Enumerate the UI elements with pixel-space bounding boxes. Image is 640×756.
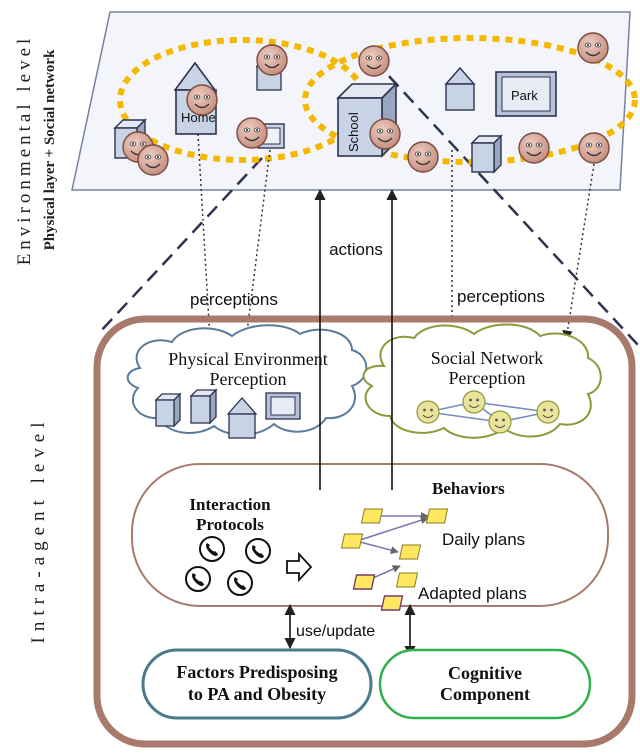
cognitive-title-1: Cognitive (448, 663, 522, 683)
environmental-level-label: Environmental level Physical layer + Soc… (14, 35, 58, 266)
cube-right (470, 134, 503, 174)
agent-face-icon (358, 45, 390, 77)
physical-perception-title-1: Physical Environment (168, 349, 327, 369)
plan-node-icon (341, 533, 363, 549)
cognitive-box (378, 648, 592, 720)
agent-face-icon (407, 141, 439, 173)
plan-node-icon (361, 508, 383, 524)
house-icon-right (444, 66, 476, 111)
park-building: Park (495, 71, 557, 117)
social-network-graph (416, 390, 560, 434)
environmental-title: Environmental level (14, 35, 35, 266)
perceptions-label-left: perceptions (190, 290, 278, 309)
perceptions-label-right: perceptions (457, 287, 545, 306)
agent-boundary (93, 315, 636, 748)
intra-agent-level-label: Intra-agent level (28, 416, 49, 643)
daily-plans-label: Daily plans (442, 530, 525, 549)
phone-icon (245, 538, 271, 564)
plan-node-icon (396, 572, 418, 588)
school-label: School (346, 112, 361, 152)
plan-node-icon (399, 544, 421, 560)
cognitive-title-2: Component (440, 684, 530, 704)
physical-perception-title-2: Perception (210, 369, 287, 389)
phone-icon (199, 536, 225, 562)
network-node-icon (462, 390, 486, 414)
social-group-right (302, 35, 638, 165)
agent-face-icon (577, 32, 609, 64)
use-update-label: use/update (296, 623, 375, 640)
plans-graph (341, 508, 448, 611)
actions-label: actions (329, 240, 383, 259)
protocol-to-plans-arrow-icon (286, 551, 313, 583)
network-node-icon (488, 410, 512, 434)
park-label: Park (511, 88, 538, 103)
factors-title-2: to PA and Obesity (188, 684, 326, 704)
plan-node-icon (426, 508, 448, 524)
agent-face-icon (518, 132, 550, 164)
adapted-plan-node-icon (380, 595, 404, 611)
phone-icon (227, 570, 253, 596)
zoom-line-left (99, 157, 263, 333)
agent-face-icon (578, 132, 610, 164)
network-node-icon (536, 400, 560, 424)
social-perception-title-2: Perception (449, 368, 526, 388)
perception-arrows (197, 133, 595, 342)
interaction-protocols-title-2: Protocols (196, 515, 264, 534)
adapted-plans-label: Adapted plans (418, 584, 527, 603)
agent-face-icon (256, 44, 288, 76)
phone-icon (185, 566, 211, 592)
agent-face-icon (186, 84, 218, 116)
factors-box (141, 648, 373, 720)
factors-title-1: Factors Predisposing (176, 662, 337, 682)
network-node-icon (416, 400, 440, 424)
agent-face-icon (236, 117, 268, 149)
environmental-subtitle: Physical layer + Social network (42, 49, 58, 250)
agent-face-icon (137, 144, 169, 176)
social-perception-title-1: Social Network (431, 348, 543, 368)
adapted-plan-node-icon (352, 574, 376, 590)
physical-perception-icons (154, 388, 301, 439)
behaviors-box (131, 463, 609, 607)
agent-face-icon (369, 118, 401, 150)
interaction-protocols-title-1: Interaction (189, 495, 271, 514)
actions-label-bg (322, 238, 390, 260)
behaviors-title: Behaviors (432, 479, 505, 498)
